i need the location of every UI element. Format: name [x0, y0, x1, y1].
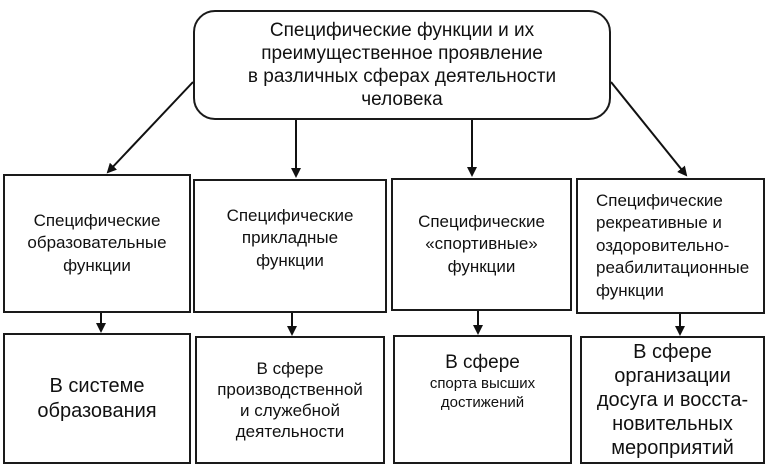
node-recreative-functions-label: Специфические рекреативные и оздоровител… [596, 190, 750, 300]
node-elite-sport-title: В сфере [445, 352, 520, 373]
node-sport-functions: Специфические «спортивные» функции [391, 178, 572, 311]
node-educational-functions-label: Специфические образовательные функции [27, 210, 167, 275]
node-leisure-recovery: В сфере организации досуга и восста- нов… [580, 336, 765, 464]
node-educational-functions: Специфические образовательные функции [3, 174, 191, 313]
node-elite-sport-label: спорта высших достижений [429, 374, 536, 411]
node-production-service: В сфере производственной и служебной дея… [195, 336, 385, 464]
arrow-root-to-educational [106, 81, 194, 174]
root-node: Специфические функции и их преимуществен… [193, 10, 611, 120]
node-leisure-recovery-label: В сфере организации досуга и восста- нов… [596, 341, 749, 459]
node-elite-sport-content: В сфере спорта высших достижений [430, 351, 535, 412]
node-applied-functions-label: Специфические прикладные функции [226, 206, 354, 270]
node-sport-functions-label: Специфические «спортивные» функции [418, 211, 545, 276]
root-node-text: Специфические функции и их преимуществен… [247, 19, 557, 111]
node-applied-functions: Специфические прикладные функции [193, 179, 387, 313]
node-recreative-functions: Специфические рекреативные и оздоровител… [576, 178, 765, 314]
node-education-system: В системе образования [3, 333, 191, 464]
node-production-service-label: В сфере производственной и служебной дея… [217, 358, 363, 442]
node-elite-sport: В сфере спорта высших достижений [393, 335, 572, 464]
arrow-root-to-recreative [610, 81, 688, 177]
node-education-system-label: В системе образования [37, 374, 157, 422]
